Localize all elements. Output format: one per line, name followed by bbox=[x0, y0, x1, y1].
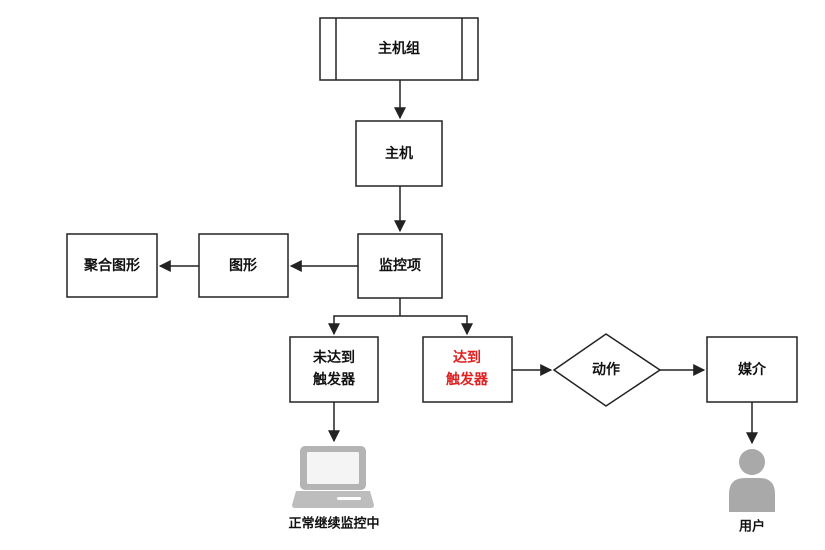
node-aggregate-graph: 聚合图形 bbox=[66, 233, 158, 298]
node-graph-label: 图形 bbox=[229, 257, 257, 274]
node-host: 主机 bbox=[355, 120, 443, 187]
node-media-label: 媒介 bbox=[737, 361, 767, 378]
monitor-icon bbox=[292, 446, 374, 508]
node-aggregate-graph-label: 聚合图形 bbox=[83, 257, 140, 274]
node-triggered-label-2: 触发器 bbox=[445, 371, 489, 388]
node-host-group-label: 主机组 bbox=[378, 40, 420, 57]
node-not-triggered-label-1: 未达到 bbox=[313, 349, 355, 366]
normal-monitoring-caption: 正常继续监控中 bbox=[288, 516, 379, 532]
node-graph: 图形 bbox=[198, 233, 289, 298]
node-media: 媒介 bbox=[706, 336, 798, 403]
edge-split-not-triggered bbox=[328, 315, 400, 336]
node-monitor-item-label: 监控项 bbox=[379, 257, 421, 274]
node-action-label: 动作 bbox=[592, 361, 620, 378]
edge-split-triggered bbox=[400, 315, 473, 336]
node-host-label: 主机 bbox=[385, 145, 413, 162]
node-monitor-item: 监控项 bbox=[357, 233, 443, 299]
node-action: 动作 bbox=[552, 333, 662, 407]
node-host-group: 主机组 bbox=[319, 17, 479, 81]
node-not-triggered: 未达到 触发器 bbox=[289, 336, 379, 403]
node-triggered-label-1: 达到 bbox=[453, 349, 481, 366]
node-triggered: 达到 触发器 bbox=[422, 336, 513, 403]
node-not-triggered-label-2: 触发器 bbox=[312, 371, 356, 388]
user-icon bbox=[729, 449, 775, 512]
user-caption: 用户 bbox=[738, 519, 765, 535]
